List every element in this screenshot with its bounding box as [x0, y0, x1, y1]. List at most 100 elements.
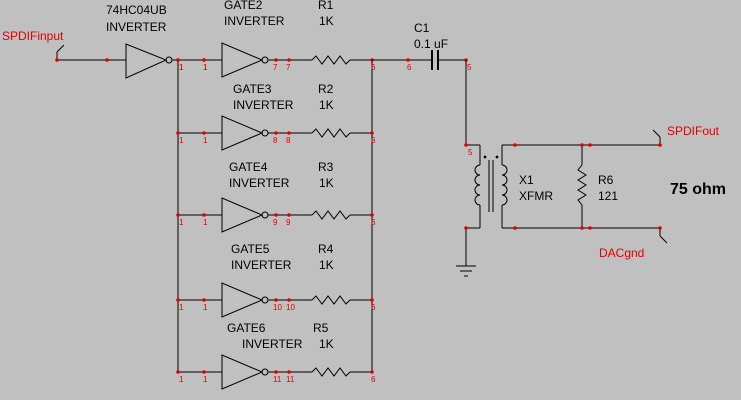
pin-dot: [287, 370, 291, 374]
node-label: 1: [179, 63, 184, 72]
x1-name-label: X1: [519, 173, 534, 187]
impedance-note: 75 ohm: [670, 181, 726, 198]
pin-dot: [274, 213, 278, 217]
gate-name-label: GATE3: [233, 82, 272, 96]
node-label: 1: [179, 136, 184, 145]
resistor-r6-symbol: [577, 145, 587, 228]
resistor-value-label: 1K: [319, 14, 334, 28]
pin-dot: [588, 226, 592, 230]
resistor-value-label: 1K: [319, 176, 334, 190]
pin-dot: [202, 213, 206, 217]
pin-dot: [202, 131, 206, 135]
node-label: 1: [179, 375, 184, 384]
pin-dot: [580, 226, 584, 230]
buffer-part-label: 74HC04UB: [106, 3, 167, 17]
node-label-c1-in: 6: [407, 63, 412, 72]
node-label: 10: [273, 303, 282, 312]
pin-dot: [588, 143, 592, 147]
c1-value-label: 0.1 uF: [414, 37, 448, 51]
pin-dot: [464, 226, 468, 230]
resistor-symbol: [311, 210, 351, 220]
pin-dot: [513, 143, 517, 147]
node-label: 1: [203, 218, 208, 227]
node-label-buffer-out: 1: [179, 63, 184, 72]
pin-dot: [176, 370, 180, 374]
pin-dot: [274, 370, 278, 374]
port-label-spdif-out: SPDIFout: [667, 124, 720, 138]
node-label: 11: [286, 375, 295, 384]
port-label-dac-gnd: DACgnd: [599, 246, 644, 260]
resistor-symbol: [311, 367, 351, 377]
gate-type-label: INVERTER: [231, 258, 292, 272]
inverter-symbol: [221, 354, 264, 390]
inverter-symbol: [221, 282, 264, 318]
resistor-name-label: R3: [318, 160, 334, 174]
node-label-buffer-in: 1: [203, 63, 208, 72]
node-label: 8: [273, 136, 278, 145]
pin-dot: [202, 58, 206, 62]
transformer-x1-symbol: [465, 60, 660, 262]
resistor-symbol: [311, 128, 351, 138]
node-label: 1: [203, 375, 208, 384]
gate-name-label: GATE6: [227, 321, 266, 335]
port-label-spdif-input: SPDIFinput: [2, 29, 64, 43]
node-label: 9: [286, 218, 291, 227]
pin-dot: [176, 58, 180, 62]
resistor-symbol: [311, 55, 351, 65]
pin-dot: [55, 58, 59, 62]
node-label: 1: [179, 218, 184, 227]
node-label: 6: [371, 375, 376, 384]
ground-port-flag: [659, 228, 668, 244]
gate-name-label: GATE5: [231, 242, 270, 256]
pin-dot: [406, 58, 410, 62]
pin-dot: [287, 131, 291, 135]
gate-name-label: GATE4: [229, 160, 268, 174]
pin-dot: [274, 131, 278, 135]
output-port-flag: [652, 129, 661, 145]
resistor-name-label: R2: [318, 82, 334, 96]
pin-dot: [176, 131, 180, 135]
c1-name-label: C1: [414, 21, 430, 35]
gate-name-label: GATE2: [224, 0, 263, 12]
node-label: 1: [203, 63, 208, 72]
r6-name-label: R6: [598, 173, 614, 187]
pin-dot: [202, 298, 206, 302]
gate-type-label: INVERTER: [224, 14, 285, 28]
node-label: 1: [203, 136, 208, 145]
node-label: 7: [273, 63, 278, 72]
resistor-value-label: 1K: [319, 337, 334, 351]
pin-dot: [176, 213, 180, 217]
r6-value-label: 121: [598, 189, 618, 203]
pin-dot: [370, 131, 374, 135]
node-label: 8: [286, 136, 291, 145]
pin-dot: [513, 226, 517, 230]
inverter-symbol: [221, 115, 264, 151]
resistor-name-label: R1: [318, 0, 334, 12]
buffer-inverter-symbol: [57, 43, 222, 79]
node-label-c1-out: 5: [467, 63, 472, 72]
pin-dot: [370, 370, 374, 374]
gate-type-label: INVERTER: [229, 176, 290, 190]
pin-dot: [370, 213, 374, 217]
node-label: 9: [273, 218, 278, 227]
pin-dot: [105, 58, 109, 62]
node-label: 1: [179, 303, 184, 312]
inverter-symbol: [221, 197, 264, 233]
x1-type-label: XFMR: [519, 189, 553, 203]
resistor-symbol: [311, 295, 351, 305]
gate-type-label: INVERTER: [242, 337, 303, 351]
pin-dot: [274, 58, 278, 62]
node-label: 7: [286, 63, 291, 72]
node-label: 6: [371, 218, 376, 227]
node-label: 1: [203, 303, 208, 312]
node-label: 6: [371, 303, 376, 312]
node-label: 11: [273, 375, 282, 384]
node-label: 10: [286, 303, 295, 312]
node-label: 6: [371, 63, 376, 72]
pin-dot: [580, 143, 584, 147]
